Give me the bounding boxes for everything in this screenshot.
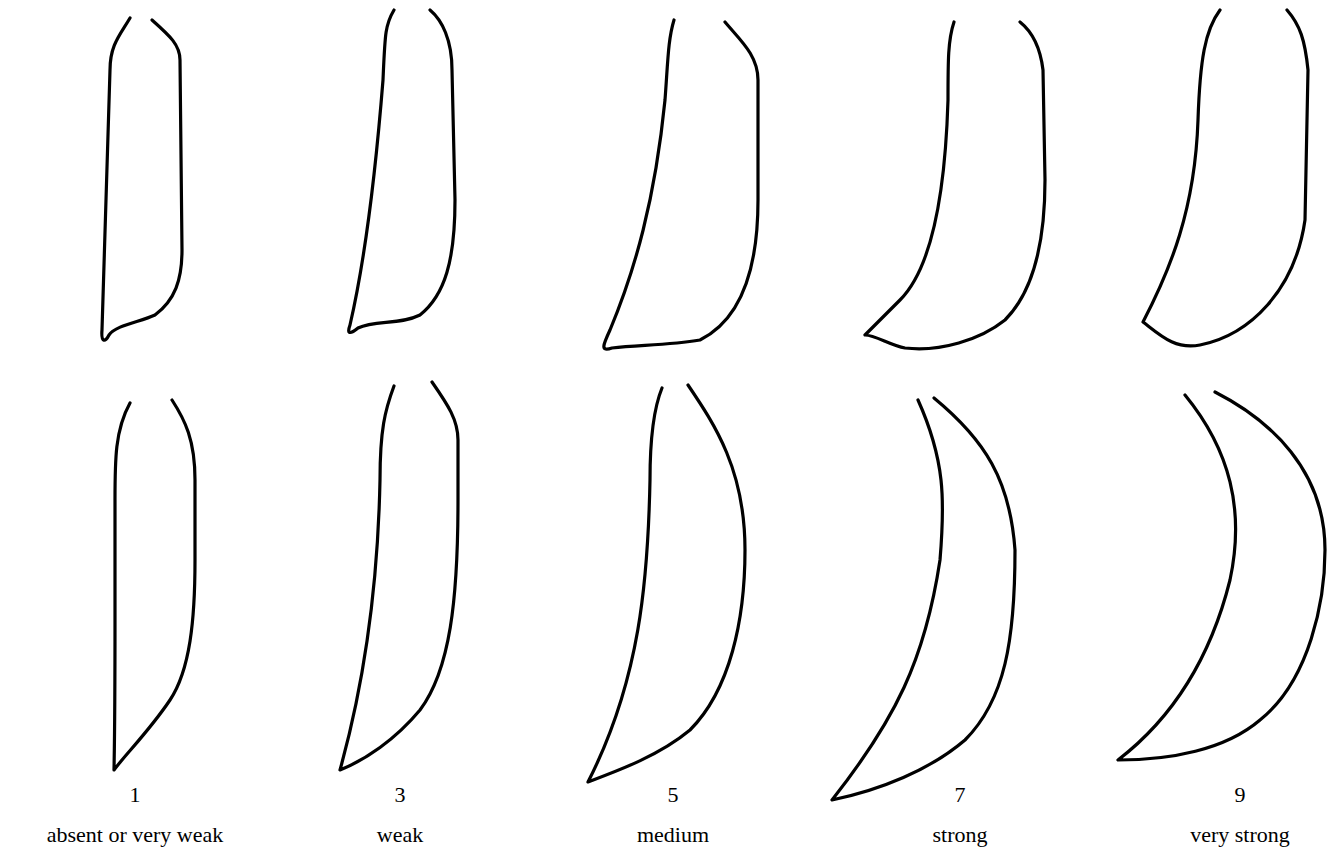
rating-number: 9 [1235, 782, 1246, 808]
pod-outline [349, 10, 455, 333]
rating-description: strong [933, 822, 988, 848]
pod-outline [604, 20, 758, 349]
pod-outline [114, 400, 195, 770]
pod-outline [865, 22, 1045, 349]
pod-outline [1118, 392, 1325, 760]
rating-number: 5 [668, 782, 679, 808]
pod-outline [588, 385, 745, 782]
rating-number: 3 [395, 782, 406, 808]
rating-description: absent or very weak [47, 822, 224, 848]
rating-number: 1 [130, 782, 141, 808]
pod-outline [1143, 10, 1308, 346]
pod-outline [832, 398, 1015, 800]
rating-description: weak [377, 822, 423, 848]
pod-outline [102, 18, 182, 340]
rating-description: very strong [1190, 822, 1290, 848]
pod-outline [340, 382, 458, 770]
rating-number: 7 [955, 782, 966, 808]
rating-description: medium [637, 822, 709, 848]
